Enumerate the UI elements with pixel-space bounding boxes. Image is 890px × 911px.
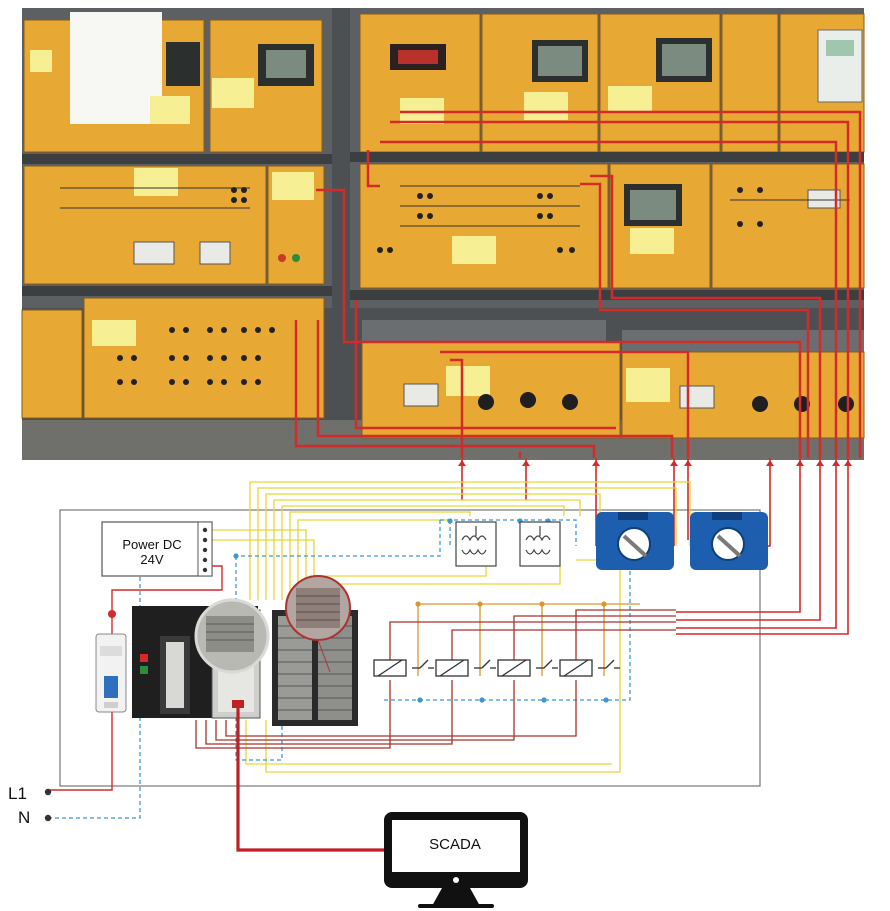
module-row-top-right	[360, 14, 864, 152]
sticky-note	[212, 78, 254, 108]
current-transformer	[596, 512, 674, 570]
voltage-transformer	[520, 522, 560, 566]
voltage-transformer	[456, 522, 496, 566]
scada-monitor-icon	[384, 812, 528, 908]
relay	[560, 660, 620, 676]
l1-terminal	[45, 789, 51, 795]
lab-bench-photo	[22, 8, 864, 460]
n-terminal	[45, 815, 51, 821]
scada-label: SCADA	[396, 836, 514, 853]
circuit-breaker	[96, 634, 126, 712]
relay	[498, 660, 558, 676]
wire-terminals	[458, 460, 852, 466]
current-transformer	[690, 512, 768, 570]
supply-junction	[108, 610, 116, 618]
module-row-mid-left	[24, 166, 324, 284]
module-row-top-left	[24, 12, 322, 152]
sticky-note	[150, 96, 190, 124]
power-dc-24v-label: Power DC 24V	[108, 537, 196, 567]
relay	[374, 660, 434, 676]
relay	[436, 660, 496, 676]
module-row-bottom-left	[22, 298, 324, 418]
paper-sheet	[70, 12, 162, 124]
relay-bank	[374, 660, 620, 676]
neutral-label: N	[18, 808, 30, 828]
l1-wire	[48, 712, 112, 790]
plc-controller	[132, 576, 358, 726]
power-label-line1: Power DC	[108, 537, 196, 552]
power-label-line2: 24V	[108, 552, 196, 567]
l1-label: L1	[8, 784, 27, 804]
